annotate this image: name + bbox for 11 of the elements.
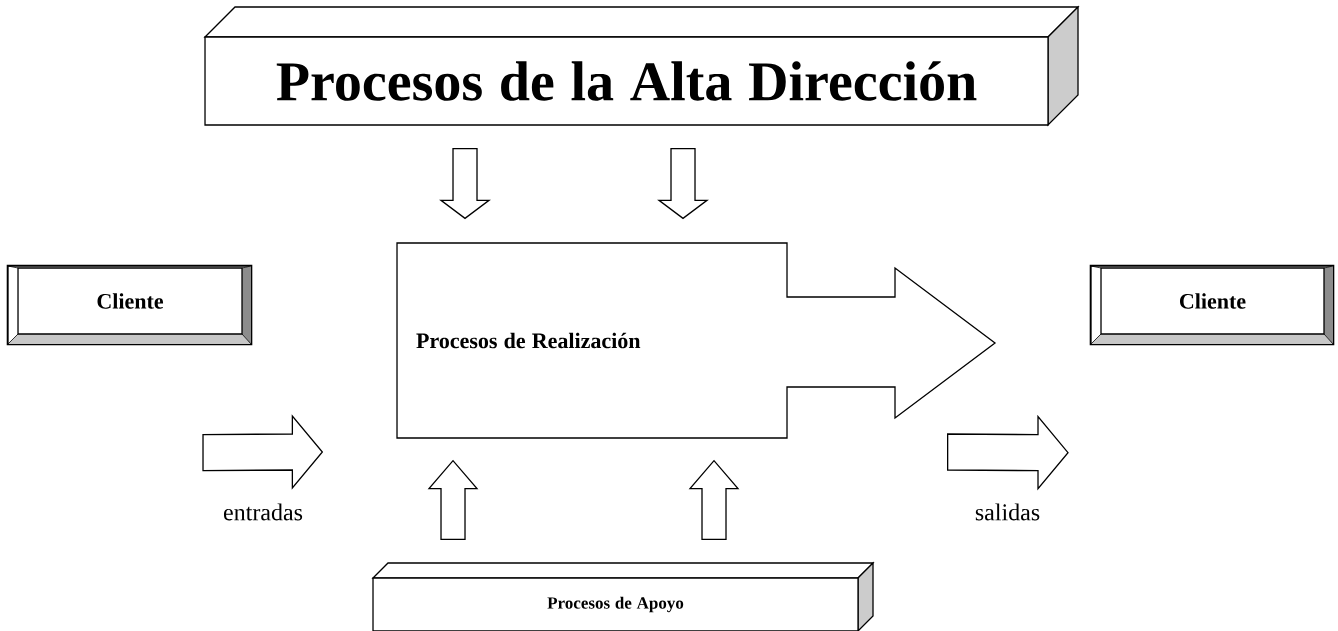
block-arrow [657, 148, 709, 220]
block-arrow [202, 414, 324, 490]
client-box: Cliente [6, 264, 253, 346]
block-arrow [688, 459, 740, 540]
block-arrow [427, 459, 479, 540]
process-arrow-box: Procesos de Realización [396, 242, 997, 439]
block-arrow [439, 148, 491, 220]
edge-label: entradas [224, 503, 303, 521]
edge-label: salidas [975, 503, 1040, 521]
block-arrow [947, 414, 1069, 491]
client-box: Cliente [1089, 264, 1335, 346]
